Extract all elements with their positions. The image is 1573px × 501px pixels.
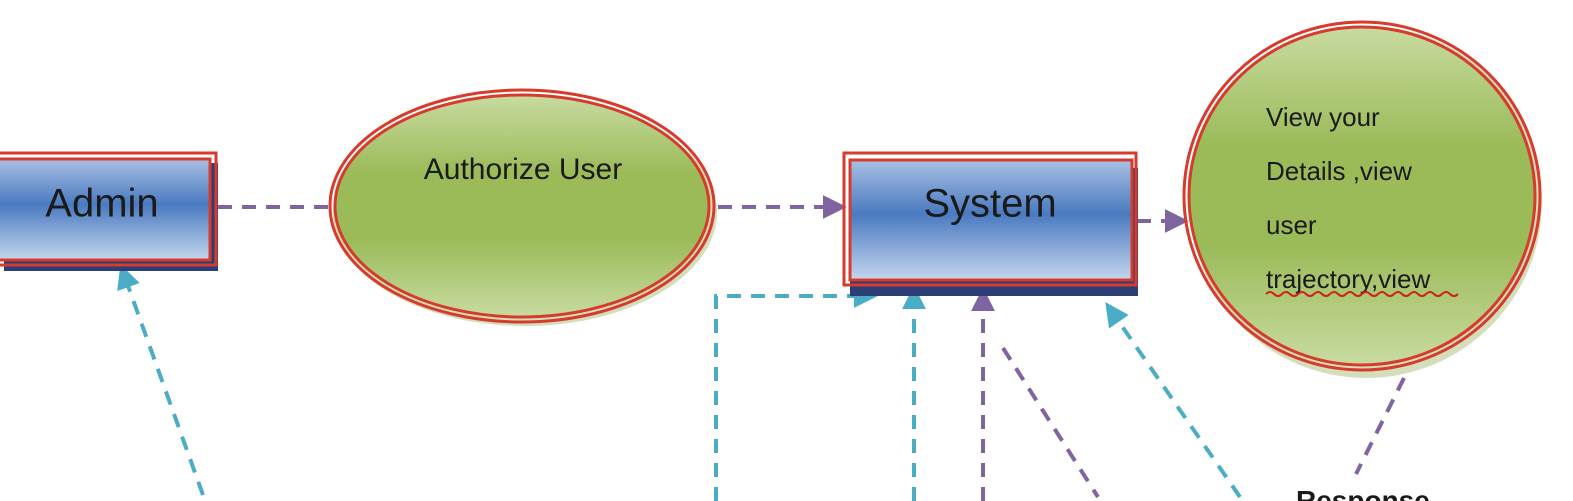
view-details-line-3: user: [1266, 210, 1317, 240]
authorize-user-label: Authorize User: [424, 153, 622, 186]
view-details-line-1: View your: [1266, 102, 1380, 132]
spellcheck-underline: [1265, 291, 1459, 297]
connectors: [117, 195, 1406, 501]
view-details-line-2: Details ,view: [1266, 156, 1412, 186]
edge-view-details-to-response: [1354, 377, 1406, 475]
edge-bottom-to-admin: [117, 264, 205, 496]
edge-response-to-system: [1105, 302, 1242, 499]
admin-node: Admin: [0, 151, 218, 271]
edge-system-to-bottom-diagonal: [1001, 346, 1100, 499]
response-label: Response: [1296, 485, 1430, 501]
view-details-node: View your Details ,view user trajectory,…: [1182, 20, 1542, 378]
system-label: System: [923, 182, 1056, 226]
view-details-line-4: trajectory,view: [1266, 264, 1430, 294]
edge-bottom-left-to-system: [714, 284, 878, 501]
admin-label: Admin: [45, 182, 158, 226]
system-node: System: [842, 151, 1138, 296]
authorize-user-node: Authorize User: [328, 88, 717, 326]
